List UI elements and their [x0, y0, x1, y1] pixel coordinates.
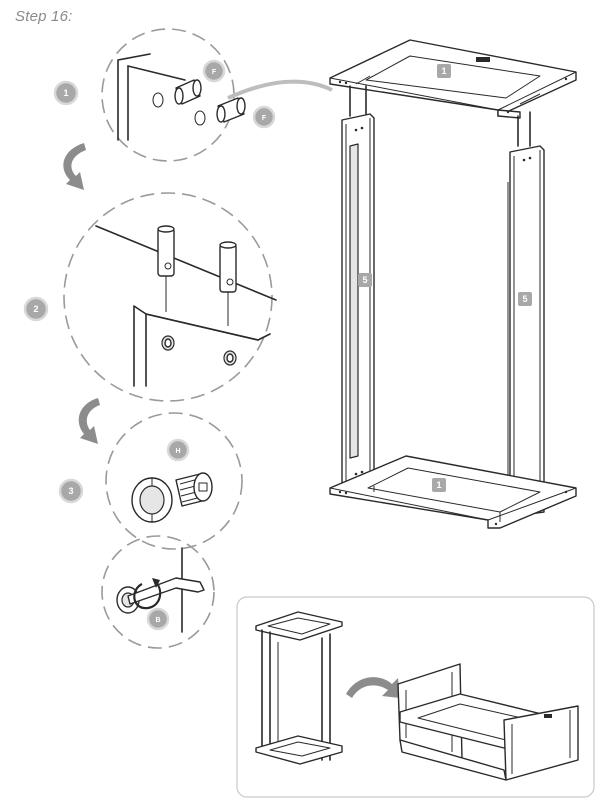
side-panel-left [341, 113, 375, 493]
step-badge-3: 3 [58, 478, 84, 504]
detail-1-dowels: F F 1 [53, 28, 333, 162]
detail-1-dashed-circle [101, 28, 235, 162]
svg-text:1: 1 [63, 88, 68, 98]
result-preview-inset [236, 596, 595, 798]
step-title: Step 16: [15, 8, 73, 25]
side-panel-right [507, 145, 545, 517]
bottom-rail [329, 455, 577, 529]
main-frame-assembly: 1 5 5 [329, 39, 577, 529]
svg-text:F: F [262, 115, 267, 122]
svg-text:2: 2 [33, 304, 38, 314]
svg-text:H: H [175, 448, 180, 455]
part-label-panel-right: 5 [518, 292, 532, 306]
top-rail [329, 39, 577, 119]
part-label-h: H [166, 438, 190, 462]
detail-2-insert: 2 [23, 192, 277, 402]
part-label-b: B [146, 607, 170, 631]
svg-text:B: B [155, 617, 160, 624]
curved-arrow-icon [346, 677, 400, 698]
svg-text:5: 5 [362, 275, 367, 285]
dowel-icon [157, 225, 175, 277]
dowel-icon [219, 241, 237, 293]
part-label-rail-top: 1 [437, 64, 451, 78]
curved-arrow-icon [63, 143, 86, 190]
svg-text:1: 1 [436, 480, 441, 490]
leader-line [227, 79, 333, 100]
svg-text:3: 3 [68, 486, 73, 496]
part-label-panel-left: 5 [358, 273, 372, 287]
step-badge-2: 2 [23, 296, 49, 322]
svg-text:1: 1 [441, 66, 446, 76]
bed-preview [397, 663, 579, 781]
detail-3-bolt: H 3 [58, 412, 243, 550]
dowel-icon [216, 97, 246, 123]
detail-4-dashed-circle [101, 535, 215, 649]
rotation-arrow-icon [133, 581, 162, 610]
curved-arrow-icon [78, 398, 100, 444]
part-label-f-upper: F [202, 59, 226, 83]
part-label-rail-bottom: 1 [432, 478, 446, 492]
dowel-icon [174, 79, 202, 105]
detail-2-dashed-circle [63, 192, 273, 402]
allen-key-icon [127, 577, 205, 605]
part-label-f-lower: F [252, 105, 276, 129]
detail-3-dashed-circle [105, 412, 243, 550]
detail-4-tighten: B [101, 535, 215, 649]
svg-text:F: F [212, 69, 217, 76]
small-frame-preview [255, 611, 343, 765]
svg-text:5: 5 [522, 294, 527, 304]
step-badge-1: 1 [53, 80, 79, 106]
bolt-icon [175, 472, 213, 507]
